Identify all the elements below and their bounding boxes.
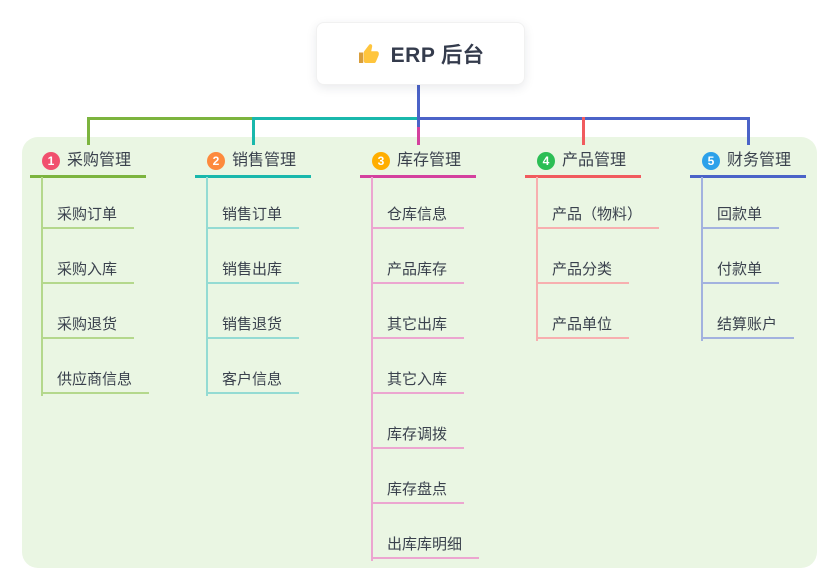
branch-2-trunk-line	[206, 177, 208, 396]
branch-3: 3 库存管理仓库信息产品库存其它出库其它入库库存调拨库存盘点出库库明细	[360, 145, 525, 561]
connector-branch-1-drop	[87, 117, 90, 145]
branch-1: 1 采购管理采购订单采购入库采购退货供应商信息	[30, 145, 195, 396]
branch-1-trunk-line	[41, 177, 43, 396]
branch-3-child-5[interactable]: 库存调拨	[371, 424, 465, 449]
connector-horizontal-left	[87, 117, 255, 120]
branch-1-label[interactable]: 1 采购管理	[30, 145, 146, 178]
branch-3-child-2[interactable]: 产品库存	[371, 259, 465, 284]
connector-root-vertical	[417, 82, 420, 127]
branch-5-child-1[interactable]: 回款单	[701, 204, 780, 229]
branch-4-label-text: 产品管理	[562, 152, 627, 169]
connector-horizontal-middle	[252, 117, 420, 120]
branch-4-label[interactable]: 4 产品管理	[525, 145, 641, 178]
branch-2: 2 销售管理销售订单销售出库销售退货客户信息	[195, 145, 360, 396]
connector-branch-4-drop	[582, 117, 585, 145]
branch-3-child-6[interactable]: 库存盘点	[371, 479, 465, 504]
branch-2-badge: 2	[207, 152, 225, 170]
branch-5-badge: 5	[702, 152, 720, 170]
connector-branch-3-drop	[417, 120, 420, 145]
branch-2-child-4[interactable]: 客户信息	[206, 369, 300, 394]
branch-1-badge: 1	[42, 152, 60, 170]
branch-2-child-1[interactable]: 销售订单	[206, 204, 300, 229]
branch-1-child-1[interactable]: 采购订单	[41, 204, 135, 229]
branch-4-badge: 4	[537, 152, 555, 170]
connector-branch-2-drop	[252, 117, 255, 145]
branch-3-badge: 3	[372, 152, 390, 170]
branch-1-label-text: 采购管理	[67, 152, 132, 169]
branch-2-child-2[interactable]: 销售出库	[206, 259, 300, 284]
branch-5-child-2[interactable]: 付款单	[701, 259, 780, 284]
branch-3-child-1[interactable]: 仓库信息	[371, 204, 465, 229]
branch-4-child-3[interactable]: 产品单位	[536, 314, 630, 339]
branch-3-trunk-line	[371, 177, 373, 561]
branch-1-child-3[interactable]: 采购退货	[41, 314, 135, 339]
mindmap-background-panel	[22, 137, 817, 568]
branch-3-child-4[interactable]: 其它入库	[371, 369, 465, 394]
branch-1-child-4[interactable]: 供应商信息	[41, 369, 150, 394]
branch-3-label-text: 库存管理	[397, 152, 462, 169]
root-node[interactable]: ERP 后台	[316, 22, 525, 85]
branch-2-label-text: 销售管理	[232, 152, 297, 169]
branch-4: 4 产品管理产品（物料） 产品分类产品单位	[525, 145, 690, 341]
branch-3-child-3[interactable]: 其它出库	[371, 314, 465, 339]
branch-3-child-7[interactable]: 出库库明细	[371, 534, 480, 559]
branch-3-label[interactable]: 3 库存管理	[360, 145, 476, 178]
branch-2-label[interactable]: 2 销售管理	[195, 145, 311, 178]
root-node-label: ERP 后台	[390, 43, 485, 67]
branch-5: 5 财务管理回款单付款单结算账户	[690, 145, 839, 341]
branch-1-child-2[interactable]: 采购入库	[41, 259, 135, 284]
branch-4-child-2[interactable]: 产品分类	[536, 259, 630, 284]
branch-5-label-text: 财务管理	[727, 152, 792, 169]
branch-5-trunk-line	[701, 177, 703, 341]
branch-5-label[interactable]: 5 财务管理	[690, 145, 806, 178]
branch-4-trunk-line	[536, 177, 538, 341]
branch-5-child-3[interactable]: 结算账户	[701, 314, 795, 339]
branch-4-child-1[interactable]: 产品（物料）	[536, 204, 660, 229]
branch-2-child-3[interactable]: 销售退货	[206, 314, 300, 339]
thumbs-up-icon	[357, 42, 381, 66]
connector-branch-5-drop	[747, 117, 750, 145]
